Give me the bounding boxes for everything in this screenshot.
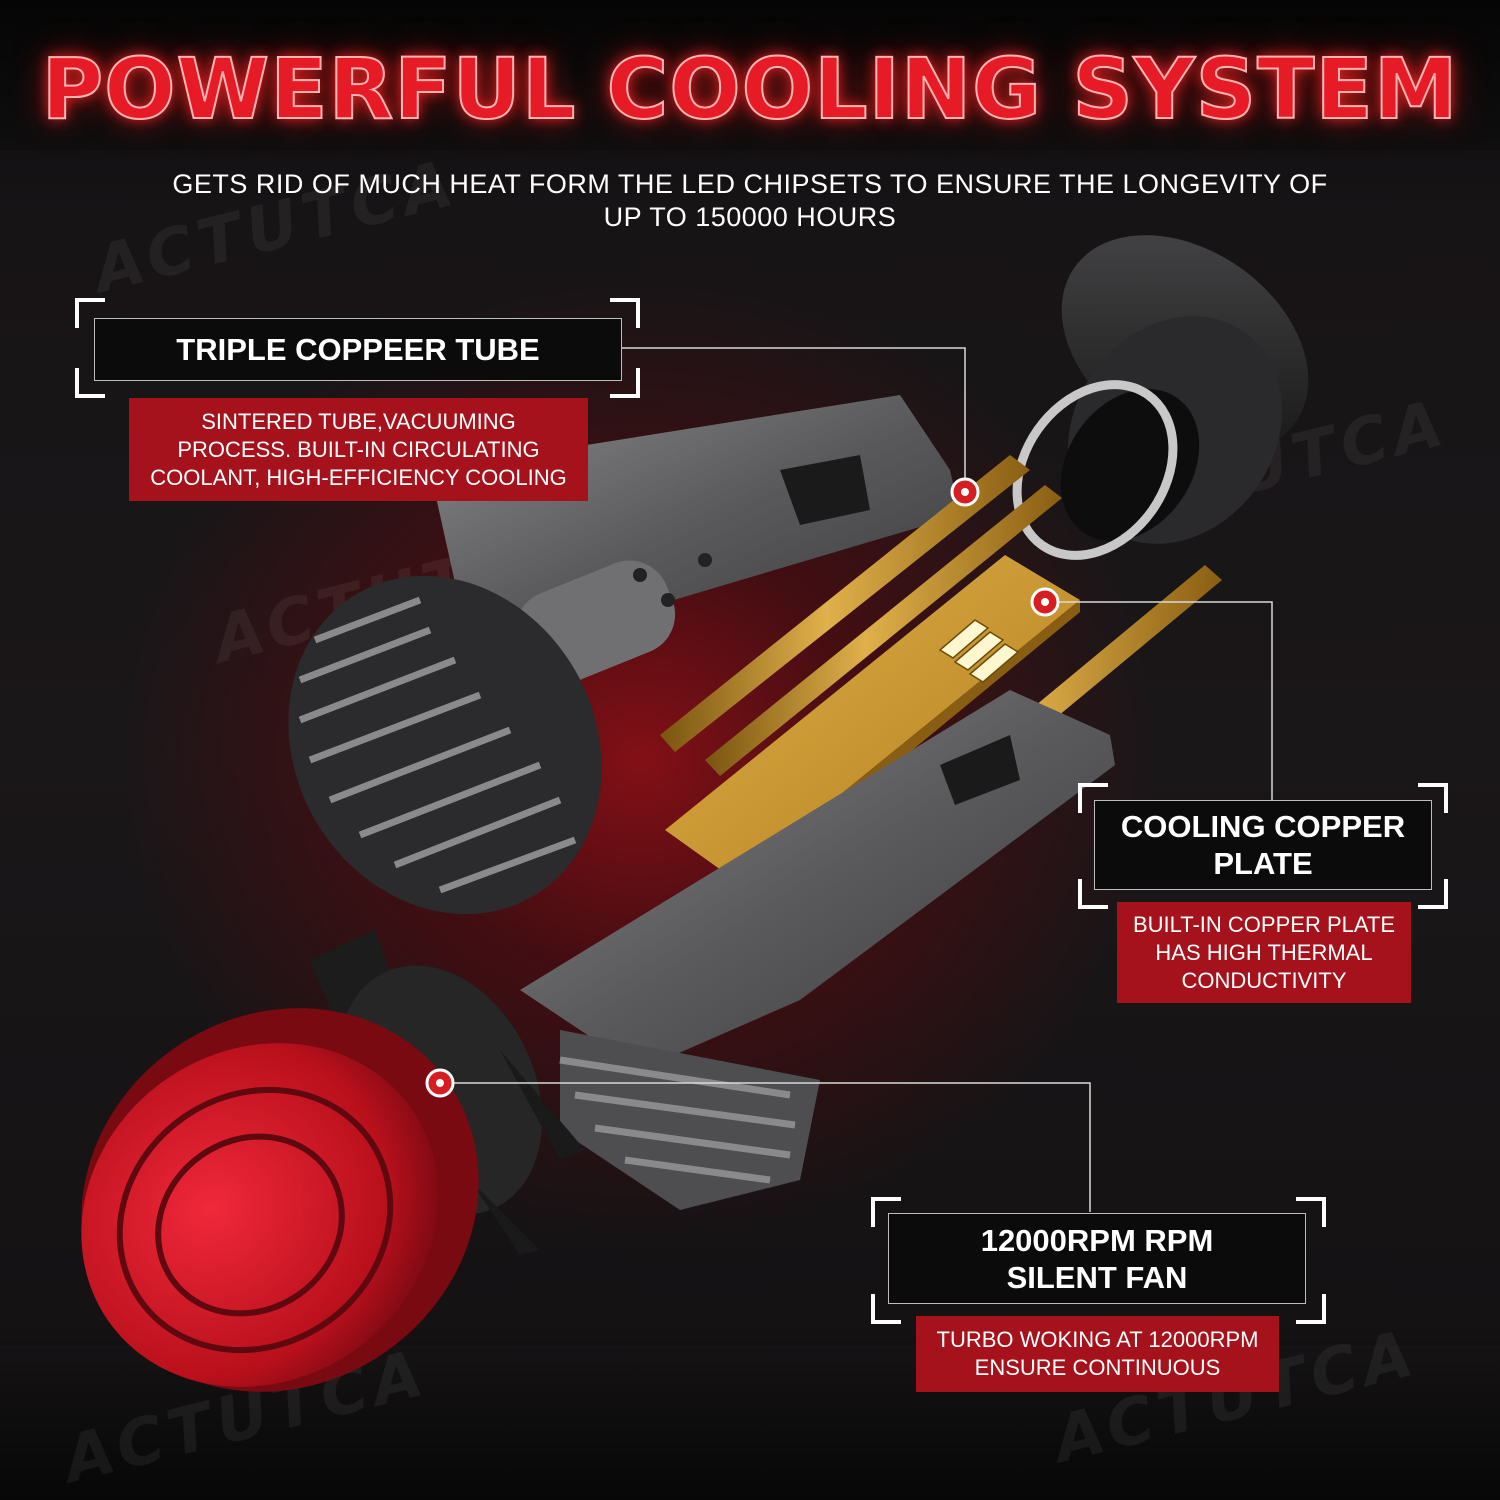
- red-cap: [81, 1008, 479, 1392]
- feature-bracket: [1078, 783, 1448, 909]
- top-band: [0, 0, 1500, 150]
- upper-fin-block: [288, 575, 602, 915]
- page-title: POWERFUL COOLING SYSTEM: [41, 39, 1459, 139]
- feature-description-copper-tube: SINTERED TUBE,VACUUMING PROCESS. BUILT-I…: [129, 398, 588, 501]
- feature-bracket: [871, 1197, 1326, 1324]
- mounting-collar: [1012, 235, 1309, 560]
- feature-description-silent-fan: TURBO WOKING AT 12000RPM ENSURE CONTINUO…: [916, 1316, 1279, 1392]
- feature-bracket: [75, 298, 640, 398]
- feature-title-copper-plate: COOLING COPPER PLATE: [1094, 800, 1432, 890]
- lower-heatsink: [520, 690, 1115, 1210]
- feature-description-copper-plate: BUILT-IN COPPER PLATE HAS HIGH THERMAL C…: [1117, 902, 1411, 1003]
- feature-title-copper-tube: TRIPLE COPPEER TUBE: [94, 318, 622, 381]
- callout-dots: [425, 477, 1060, 1098]
- subtitle: GETS RID OF MUCH HEAT FORM THE LED CHIPS…: [172, 169, 1328, 232]
- feature-title-silent-fan: 12000RPM RPM SILENT FAN: [888, 1213, 1306, 1304]
- callout-lines: [440, 347, 1273, 1212]
